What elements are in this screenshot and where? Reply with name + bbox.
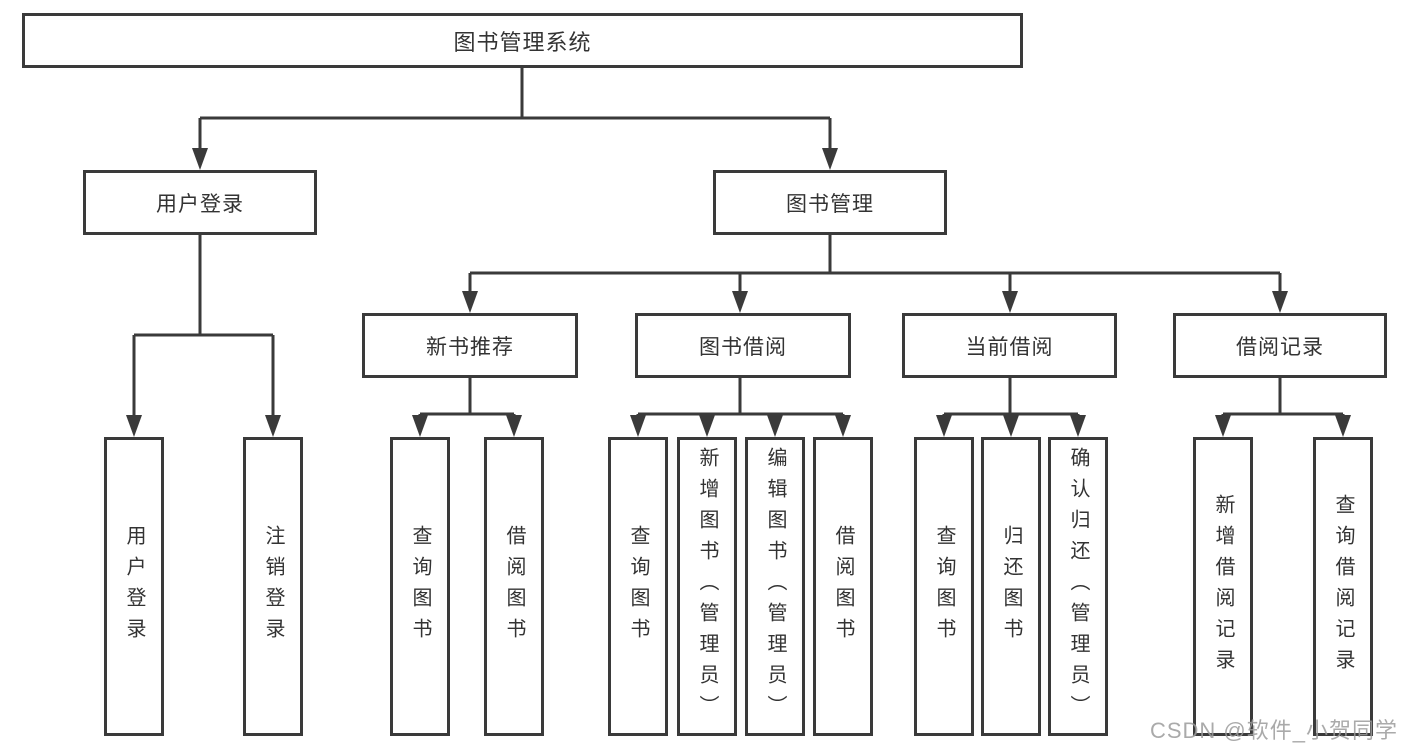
leaf-borrow-books-recommend: 借阅图书	[484, 437, 544, 736]
leaf-borrow-books: 借阅图书	[813, 437, 873, 736]
node-label: 新书推荐	[426, 335, 514, 359]
leaf-add-book-admin: 新增图书（管理员）	[677, 437, 737, 736]
node-label: 查询借阅记录	[1332, 493, 1354, 680]
node-label: 借阅图书	[832, 524, 854, 649]
node-user-login: 用户登录	[83, 170, 317, 235]
leaf-query-books-borrow: 查询图书	[608, 437, 668, 736]
leaf-query-borrow-record: 查询借阅记录	[1313, 437, 1373, 736]
node-label: 用户登录	[123, 524, 145, 649]
node-label: 借阅记录	[1236, 335, 1324, 359]
leaf-return-books: 归还图书	[981, 437, 1041, 736]
node-label: 当前借阅	[965, 335, 1054, 359]
node-label: 编辑图书（管理员）	[764, 447, 786, 726]
node-label: 借阅图书	[503, 524, 525, 649]
node-label: 图书借阅	[699, 335, 787, 359]
node-label: 注销登录	[262, 524, 284, 649]
node-label: 用户登录	[156, 192, 244, 216]
node-label: 图书管理系统	[453, 29, 592, 55]
node-library-management-system: 图书管理系统	[22, 13, 1023, 68]
node-current-borrow: 当前借阅	[902, 313, 1117, 378]
node-label: 新增借阅记录	[1212, 493, 1234, 680]
node-label: 确认归还（管理员）	[1067, 447, 1089, 726]
node-book-borrow: 图书借阅	[635, 313, 851, 378]
leaf-query-books-recommend: 查询图书	[390, 437, 450, 736]
node-label: 图书管理	[786, 192, 874, 216]
leaf-add-borrow-record: 新增借阅记录	[1193, 437, 1253, 736]
node-book-management: 图书管理	[713, 170, 947, 235]
node-label: 查询图书	[933, 524, 955, 649]
leaf-edit-book-admin: 编辑图书（管理员）	[745, 437, 805, 736]
node-label: 查询图书	[409, 524, 431, 649]
node-label: 归还图书	[1000, 524, 1022, 649]
csdn-watermark: CSDN @软件_小贺同学	[1149, 718, 1398, 743]
leaf-confirm-return-admin: 确认归还（管理员）	[1048, 437, 1108, 736]
node-label: 新增图书（管理员）	[696, 447, 718, 726]
node-new-book-recommend: 新书推荐	[362, 313, 578, 378]
leaf-logout: 注销登录	[243, 437, 303, 736]
leaf-user-login: 用户登录	[104, 437, 164, 736]
leaf-query-books-current: 查询图书	[914, 437, 974, 736]
node-label: 查询图书	[627, 524, 649, 649]
node-borrow-records: 借阅记录	[1173, 313, 1387, 378]
